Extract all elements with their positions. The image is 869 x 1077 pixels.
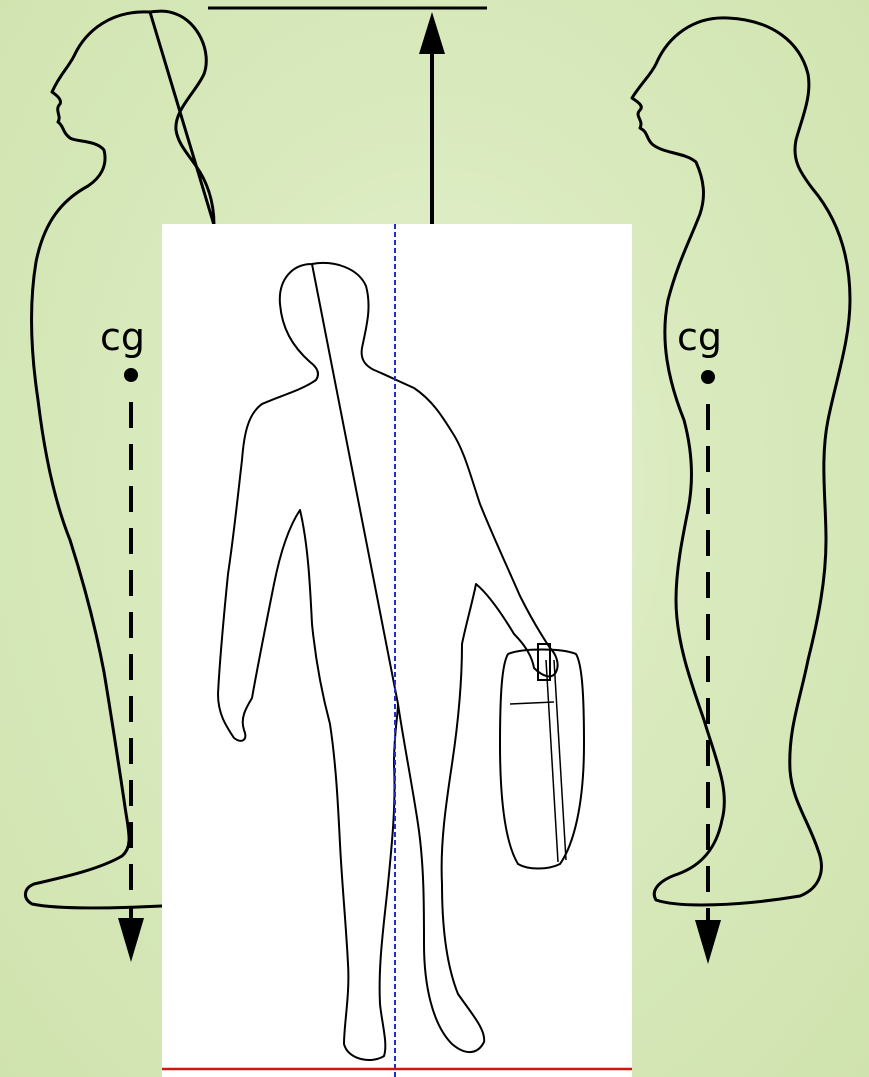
- down-arrow-icon: [695, 920, 721, 964]
- cg-label-left: cg: [100, 318, 145, 356]
- cg-label-right: cg: [677, 318, 722, 356]
- left-cg-dot: [124, 368, 138, 382]
- front-view-panel: [162, 224, 632, 1077]
- right-cg-dot: [701, 370, 715, 384]
- right-side-silhouette: [632, 18, 850, 905]
- front-view-drawing: [162, 224, 632, 1077]
- front-body-outline: [218, 263, 558, 1060]
- down-arrow-icon: [118, 918, 144, 962]
- up-arrow-icon: [419, 12, 445, 54]
- briefcase-icon: [500, 644, 584, 869]
